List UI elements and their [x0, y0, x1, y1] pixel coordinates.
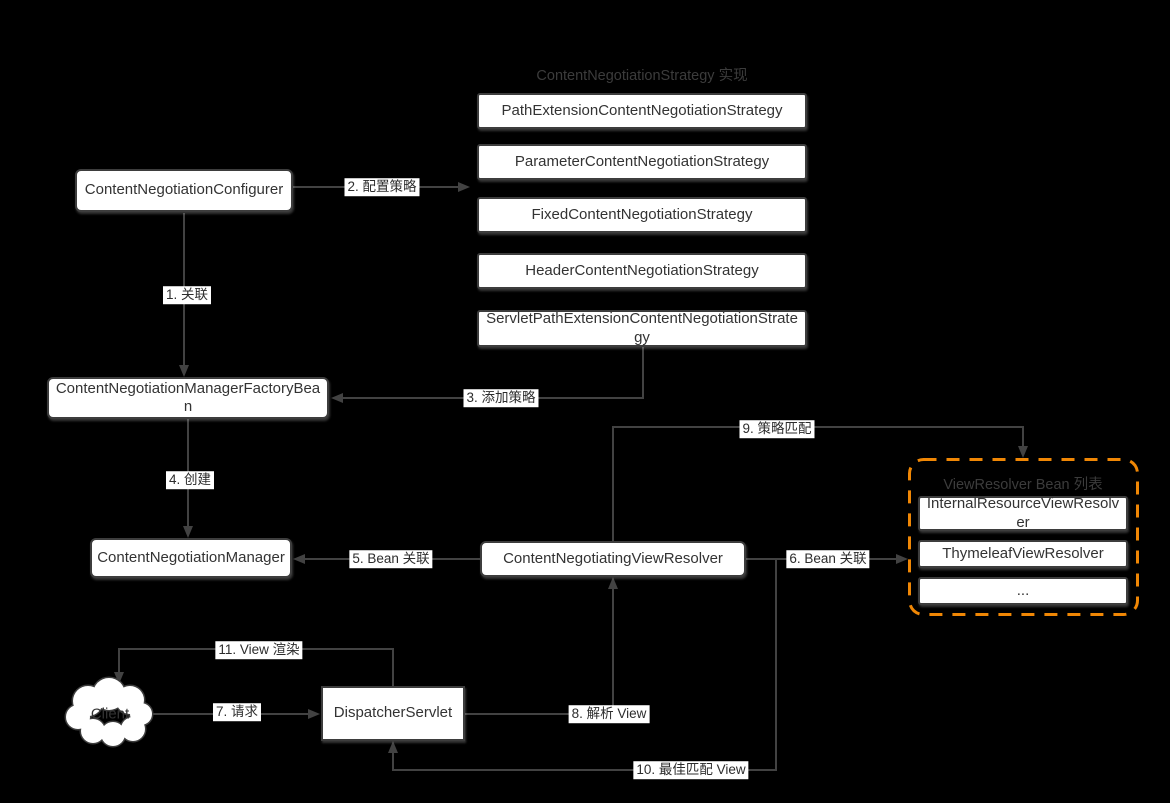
edge-2-configure-strategy-label: 2. 配置策略 — [344, 178, 420, 196]
node-servlet-path-extension-strategy: ServletPathExtensionContentNegotiationSt… — [477, 310, 807, 347]
edge-6-bean-associate-label: 6. Bean 关联 — [786, 550, 870, 568]
node-content-negotiation-manager-factory-bean: ContentNegotiationManagerFactoryBean — [47, 377, 329, 419]
node-content-negotiation-manager: ContentNegotiationManager — [90, 538, 292, 578]
node-path-extension-strategy: PathExtensionContentNegotiationStrategy — [477, 93, 807, 129]
node-parameter-strategy: ParameterContentNegotiationStrategy — [477, 144, 807, 180]
edge-7-request-label: 7. 请求 — [212, 703, 262, 721]
edge-11-view-render-label: 11. View 渲染 — [215, 641, 303, 659]
node-dispatcher-servlet: DispatcherServlet — [321, 686, 465, 741]
node-fixed-strategy: FixedContentNegotiationStrategy — [477, 197, 807, 233]
edge-4-create-label: 4. 创建 — [165, 471, 215, 489]
edge-8-resolve-view-label: 8. 解析 View — [568, 705, 650, 723]
edge-10-best-match-view-label: 10. 最佳匹配 View — [633, 761, 749, 779]
edge-8-resolve-view-line — [465, 577, 618, 715]
node-client-label: Client — [90, 705, 130, 723]
node-internal-resource-view-resolver: InternalResourceViewResolver — [918, 495, 1128, 531]
node-thymeleaf-view-resolver: ThymeleafViewResolver — [918, 540, 1128, 568]
viewresolver-group-title: ViewResolver Bean 列表 — [943, 477, 1103, 493]
viewresolver-group-border — [908, 458, 1139, 616]
node-view-resolver-ellipsis: ... — [918, 577, 1128, 605]
node-content-negotiation-configurer: ContentNegotiationConfigurer — [75, 169, 293, 212]
edge-3-add-strategy-line — [331, 347, 644, 403]
edge-10-best-match-view-line — [388, 559, 777, 771]
node-header-strategy: HeaderContentNegotiationStrategy — [477, 253, 807, 289]
client-cloud-shape — [64, 676, 154, 748]
edge-3-add-strategy-label: 3. 添加策略 — [463, 389, 539, 407]
edge-5-bean-associate-label: 5. Bean 关联 — [349, 550, 433, 568]
node-content-negotiating-view-resolver: ContentNegotiatingViewResolver — [480, 541, 746, 577]
edge-9-strategy-match-line — [612, 426, 1028, 541]
strategy-group-title: ContentNegotiationStrategy 实现 — [536, 68, 748, 84]
edge-1-associate-label: 1. 关联 — [162, 286, 212, 304]
edge-9-strategy-match-label: 9. 策略匹配 — [739, 420, 815, 438]
